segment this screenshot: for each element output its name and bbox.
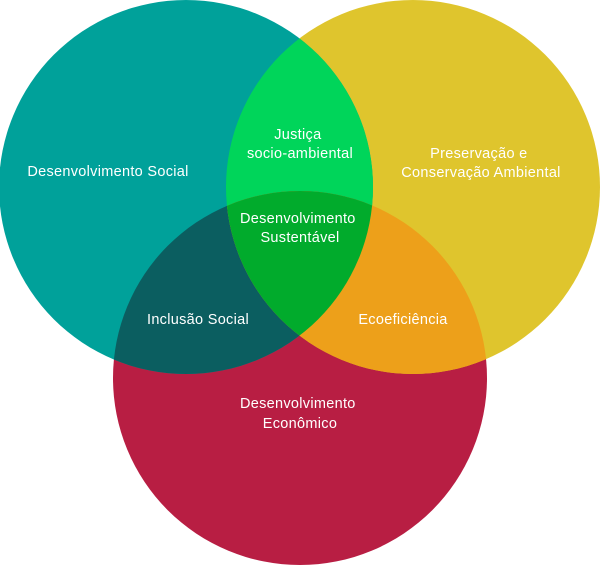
label-desenvolvimento-social: Desenvolvimento Social [27, 164, 188, 180]
label-justica-socioambiental: Justiça socio-ambiental [247, 127, 353, 162]
label-desenvolvimento-economico: Desenvolvimento Econômico [240, 396, 360, 432]
label-line: Justiça [274, 127, 322, 143]
label-line: Econômico [263, 416, 337, 432]
intersection-ambiental-economico [226, 191, 487, 374]
intersection-social-economico [113, 191, 373, 374]
label-line: socio-ambiental [247, 146, 353, 162]
label-line: Preservação e [430, 146, 527, 162]
label-line: Conservação Ambiental [401, 165, 560, 181]
label-line: Desenvolvimento [240, 396, 356, 412]
label-inclusao-social: Inclusão Social [147, 312, 249, 328]
label-line: Sustentável [260, 230, 339, 246]
label-ecoeficiencia: Ecoeficiência [358, 312, 448, 328]
label-line: Desenvolvimento [240, 211, 356, 227]
label-desenvolvimento-sustentavel: Desenvolvimento Sustentável [240, 211, 360, 246]
label-preservacao-ambiental: Preservação e Conservação Ambiental [401, 146, 560, 181]
